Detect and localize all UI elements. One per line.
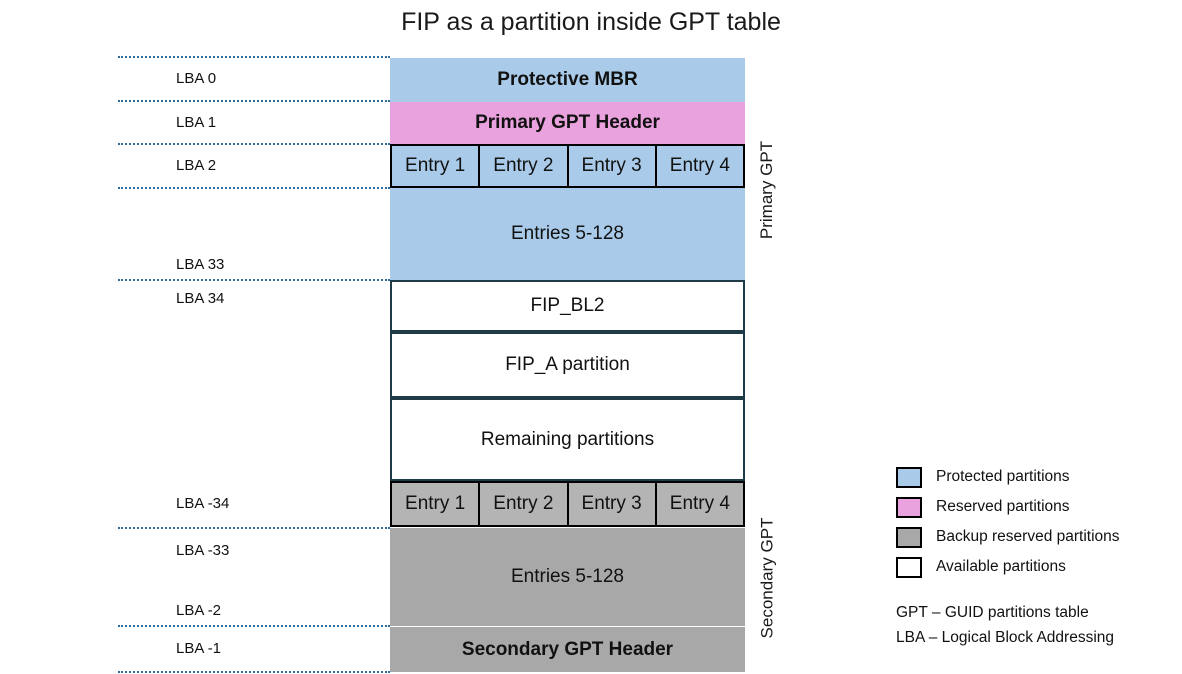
legend-swatch-protected-partitions — [896, 466, 922, 488]
lba-label: LBA -34 — [176, 495, 230, 512]
entry-cell: Entry 1 — [390, 481, 481, 527]
legend-row: Protected partitions — [896, 462, 1166, 492]
lba-label: LBA 2 — [176, 157, 217, 174]
entries-5-128-primary: Entries 5-128 — [390, 188, 745, 280]
secondary-gpt-side-label: Secondary GPT — [752, 483, 782, 673]
abbreviation-row: GPT – GUID partitions table — [896, 604, 1089, 621]
legend-row: Reserved partitions — [896, 492, 1166, 522]
lba-label: LBA 0 — [176, 70, 217, 87]
guide-line — [118, 187, 390, 189]
entry-cell: Entry 3 — [566, 481, 657, 527]
primary-gpt-side-label: Primary GPT — [752, 100, 782, 280]
side-label-text: Secondary GPT — [757, 517, 777, 639]
legend-label-available-partitions: Available partitions — [936, 558, 1066, 575]
guide-line — [118, 527, 390, 529]
lba-label: LBA 1 — [176, 114, 217, 131]
legend-swatch-available-partitions — [896, 556, 922, 578]
entry-cell: Entry 4 — [654, 481, 745, 527]
entry-cell: Entry 1 — [390, 144, 481, 188]
secondary-gpt-header: Secondary GPT Header — [390, 627, 745, 672]
lba-label: LBA 33 — [176, 256, 225, 273]
entries-5-128-secondary: Entries 5-128 — [390, 528, 745, 626]
legend-label-protected-partitions: Protected partitions — [936, 468, 1070, 485]
guide-line — [118, 143, 390, 145]
entry-cell: Entry 3 — [566, 144, 657, 188]
legend-label-backup-reserved-partitions: Backup reserved partitions — [936, 528, 1120, 545]
fip-a-partition: FIP_A partition — [390, 332, 745, 398]
abbreviation-row: LBA – Logical Block Addressing — [896, 629, 1114, 646]
legend-row: Backup reserved partitions — [896, 522, 1166, 552]
entry-cell: Entry 2 — [478, 481, 569, 527]
page-title: FIP as a partition inside GPT table — [401, 8, 781, 36]
lba-label: LBA -33 — [176, 542, 230, 559]
lba-label: LBA 34 — [176, 290, 225, 307]
guide-line — [118, 625, 390, 627]
side-label-text: Primary GPT — [757, 140, 777, 240]
legend-swatch-reserved-partitions — [896, 496, 922, 518]
guide-line — [118, 56, 390, 58]
legend-row: Available partitions — [896, 552, 1166, 582]
entry-cell: Entry 4 — [654, 144, 745, 188]
guide-line — [118, 100, 390, 102]
primary-gpt-header: Primary GPT Header — [390, 102, 745, 144]
guide-line — [118, 671, 390, 673]
fip-bl2: FIP_BL2 — [390, 280, 745, 332]
legend-swatch-backup-reserved-partitions — [896, 526, 922, 548]
entry-cell: Entry 2 — [478, 144, 569, 188]
guide-line — [118, 279, 390, 281]
remaining-partitions: Remaining partitions — [390, 398, 745, 481]
lba-label: LBA -1 — [176, 640, 222, 657]
protective-mbr: Protective MBR — [390, 58, 745, 102]
legend-label-reserved-partitions: Reserved partitions — [936, 498, 1070, 515]
lba-label: LBA -2 — [176, 602, 222, 619]
